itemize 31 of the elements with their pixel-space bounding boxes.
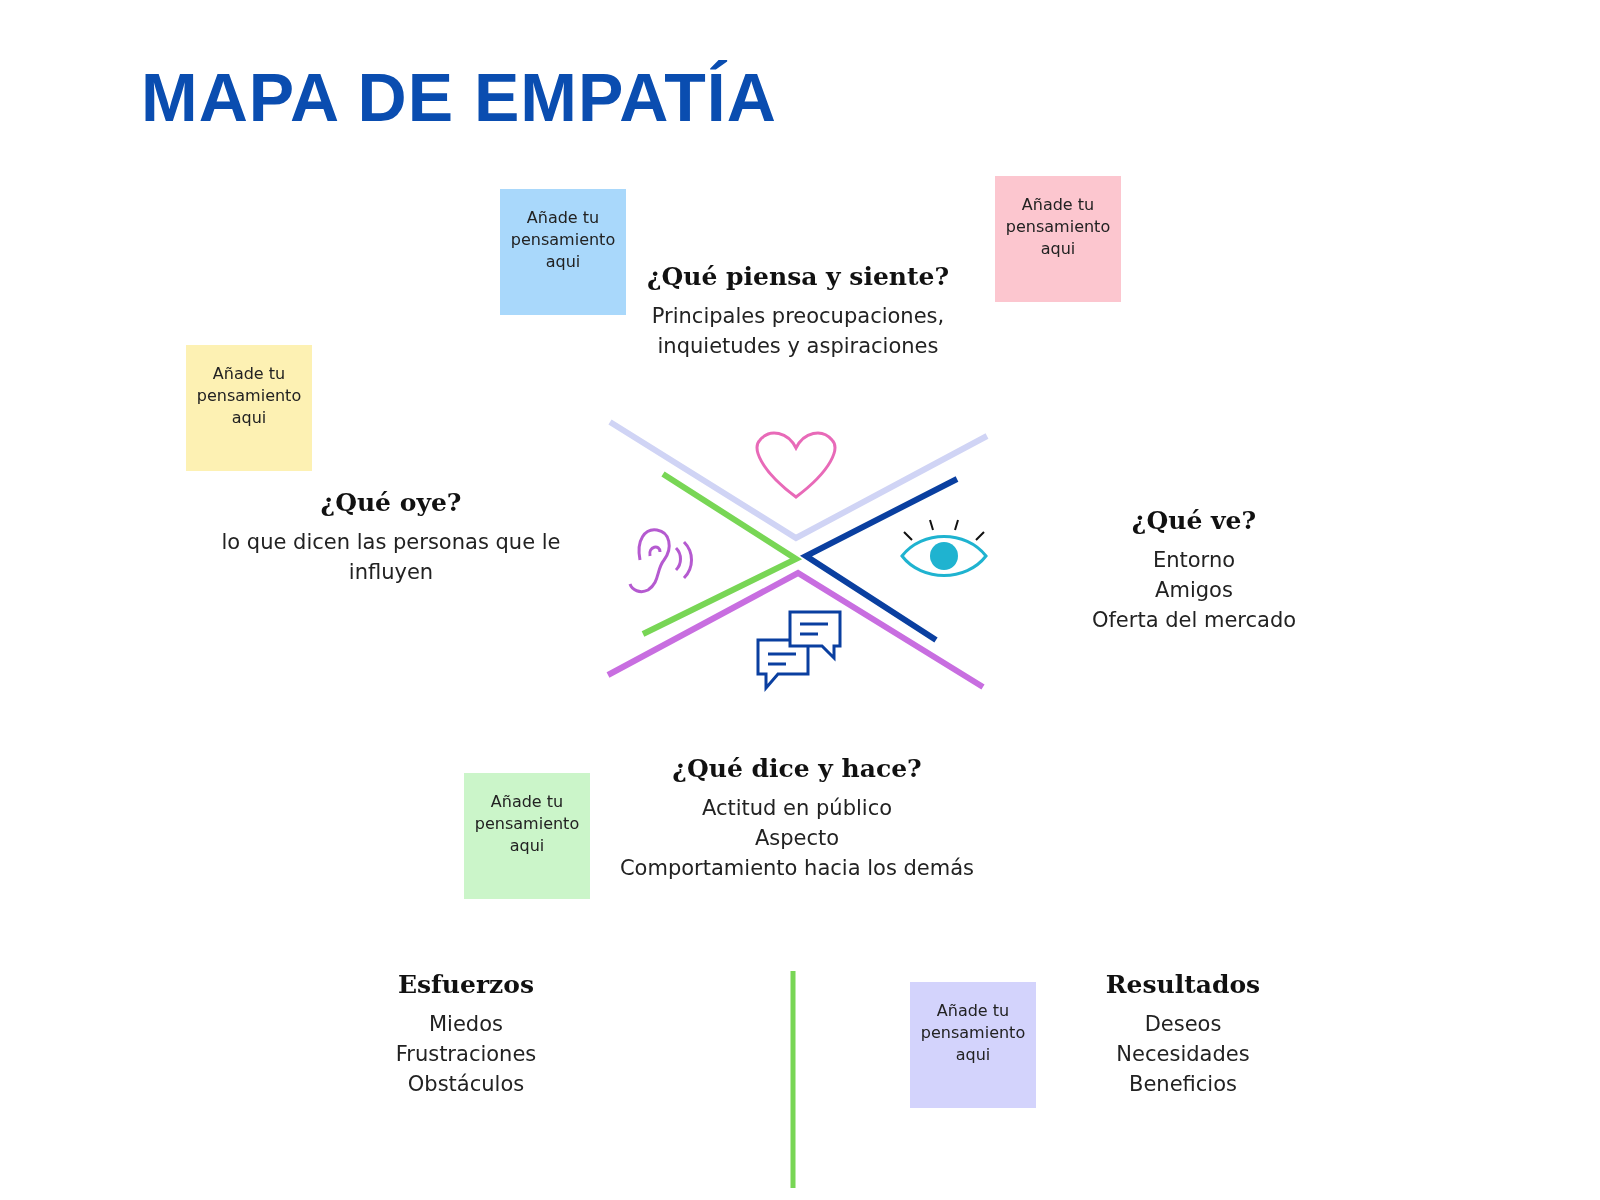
section-text: Frustraciones bbox=[394, 1041, 538, 1068]
note-text: Añade tu pensamiento aqui bbox=[509, 207, 617, 273]
section-heading: Resultados bbox=[1104, 970, 1262, 999]
note-text: Añade tu pensamiento aqui bbox=[919, 1000, 1027, 1066]
sticky-note bbox=[995, 176, 1121, 302]
note-text: Añade tu pensamiento aqui bbox=[195, 363, 303, 429]
section-heading: Esfuerzos bbox=[396, 970, 536, 999]
section-text: Comportamiento hacia los demás bbox=[618, 855, 976, 882]
sticky-note bbox=[910, 982, 1036, 1108]
section-text: Deseos bbox=[1143, 1011, 1223, 1038]
section-text: Necesidades bbox=[1115, 1041, 1251, 1068]
sticky-note bbox=[500, 189, 626, 315]
section-text: Principales preocupaciones, inquietudes y aspiraciones bbox=[650, 303, 946, 360]
section-heading: ¿Qué dice y hace? bbox=[671, 754, 923, 783]
section-text: lo que dicen las personas que le influyen bbox=[220, 529, 562, 586]
section-heading: ¿Qué oye? bbox=[319, 488, 463, 517]
section-text: Entorno bbox=[1151, 547, 1237, 574]
section-text: Actitud en público bbox=[700, 795, 894, 822]
title: MAPA DE EMPATÍA bbox=[141, 58, 777, 136]
section-text: Oferta del mercado bbox=[1090, 607, 1298, 634]
note-text: Añade tu pensamiento aqui bbox=[1004, 194, 1112, 260]
section-heading: ¿Qué piensa y siente? bbox=[645, 262, 951, 291]
section-text: Miedos bbox=[428, 1011, 504, 1038]
section-text: Beneficios bbox=[1128, 1071, 1238, 1098]
sticky-note bbox=[464, 773, 590, 899]
note-text: Añade tu pensamiento aqui bbox=[473, 791, 581, 857]
section-text: Obstáculos bbox=[406, 1071, 526, 1098]
section-text: Aspecto bbox=[753, 825, 841, 852]
section-heading: ¿Qué ve? bbox=[1130, 506, 1258, 535]
sticky-note bbox=[186, 345, 312, 471]
section-text: Amigos bbox=[1154, 577, 1234, 604]
